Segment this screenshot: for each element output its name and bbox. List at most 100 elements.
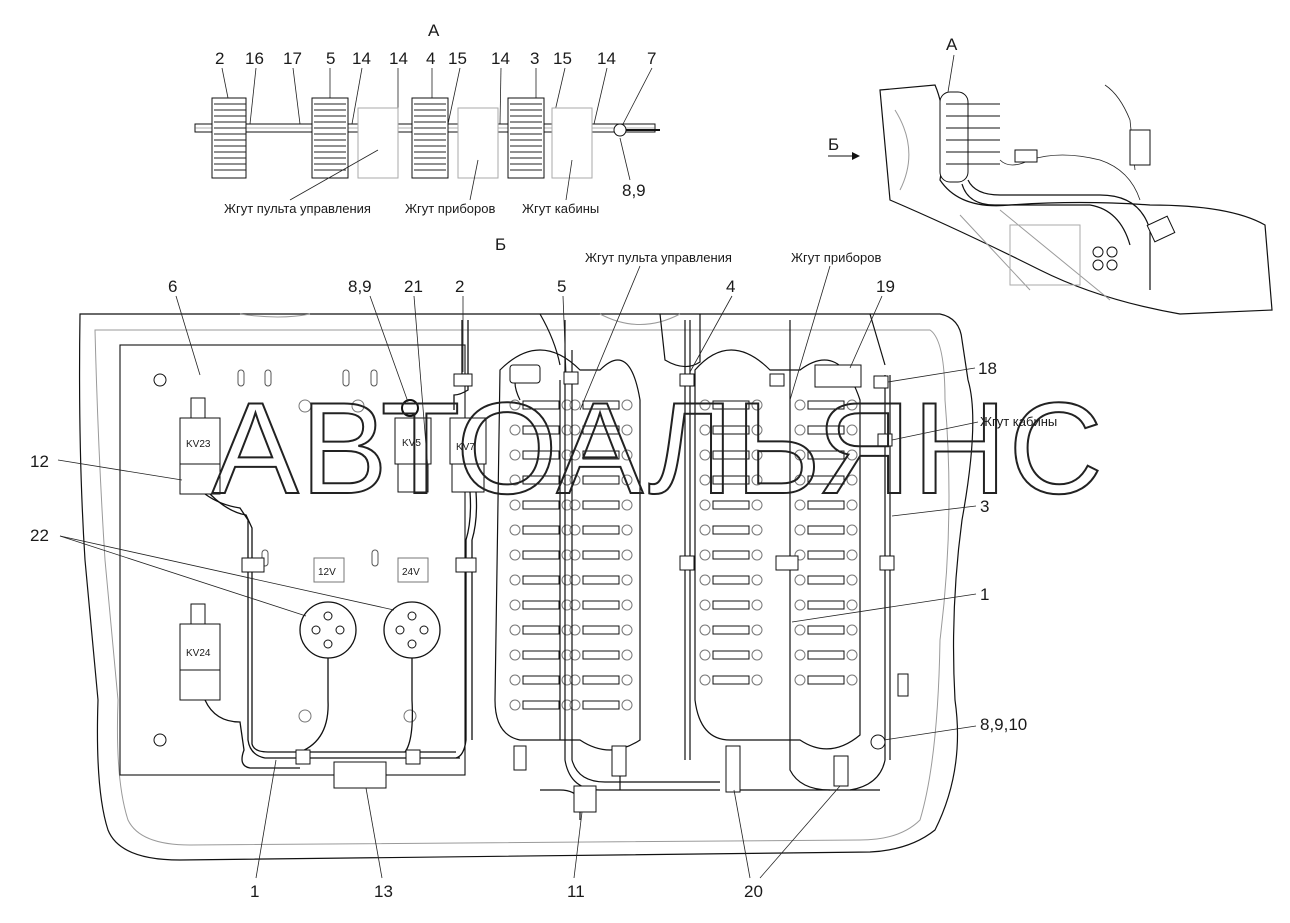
fuse <box>509 524 573 536</box>
callout-4-b: 4 <box>726 277 735 296</box>
connector-light <box>357 107 593 179</box>
relay-kv5: KV5 <box>394 399 432 493</box>
callout-17: 17 <box>283 49 302 68</box>
fuse <box>794 399 858 411</box>
connector-11 <box>573 785 597 813</box>
fuse <box>699 399 763 411</box>
fuse <box>569 449 633 461</box>
callout-2-b: 2 <box>455 277 464 296</box>
callout-19: 19 <box>876 277 895 296</box>
screw-icon <box>870 734 886 750</box>
fuse <box>509 699 573 711</box>
callout-2: 2 <box>215 49 224 68</box>
fuse <box>509 599 573 611</box>
callout-4: 4 <box>426 49 435 68</box>
screw-icon <box>153 373 167 387</box>
fuse <box>794 524 858 536</box>
fuse <box>569 674 633 686</box>
fuse <box>794 649 858 661</box>
relay-kv23: KV23 <box>179 397 221 495</box>
inline-connector-13 <box>333 761 387 789</box>
callout-14: 14 <box>389 49 408 68</box>
callout-7: 7 <box>647 49 656 68</box>
clamp-20 <box>833 755 849 787</box>
relay-kv24: KV24 <box>179 603 221 701</box>
connector-5 <box>509 364 541 384</box>
relay-kv7-label: KV7 <box>456 442 475 453</box>
connector-block <box>939 91 969 183</box>
callout-11: 11 <box>567 882 585 901</box>
relay-kv24-label: KV24 <box>186 648 211 659</box>
voltage-12v-plate <box>313 557 345 583</box>
view-b-title: Б <box>495 235 506 254</box>
fuse <box>569 524 633 536</box>
callout-13: 13 <box>374 882 393 901</box>
fuse <box>509 624 573 636</box>
harness-label-cab: Жгут кабины <box>522 201 599 216</box>
fuse <box>509 574 573 586</box>
callout-1-bottom: 1 <box>250 882 259 901</box>
callout-3-b: 3 <box>980 497 989 516</box>
fuse <box>794 424 858 436</box>
fuse <box>699 624 763 636</box>
socket-right <box>383 601 441 659</box>
callout-20: 20 <box>744 882 763 901</box>
view-a-title: А <box>428 21 440 40</box>
fuse <box>794 474 858 486</box>
relay-19 <box>814 364 862 388</box>
harness-label-instruments: Жгут приборов <box>405 201 495 216</box>
screw-icon <box>153 733 167 747</box>
callout-1-right: 1 <box>980 585 989 604</box>
clamp-20 <box>725 745 741 793</box>
fuse <box>509 549 573 561</box>
harness-label-panel-b: Жгут пульта управления <box>585 250 732 265</box>
callout-22: 22 <box>30 526 49 545</box>
voltage-12v: 12V <box>318 567 336 578</box>
fuse <box>699 474 763 486</box>
voltage-24v: 24V <box>402 567 420 578</box>
fuse <box>569 574 633 586</box>
overview-arrow-label: Б <box>828 135 839 154</box>
harness-label-instruments-b: Жгут приборов <box>791 250 881 265</box>
fuse <box>699 524 763 536</box>
fuse <box>794 549 858 561</box>
voltage-24v-plate <box>397 557 429 583</box>
callout-15: 15 <box>448 49 467 68</box>
callout-8-9-b: 8,9 <box>348 277 372 296</box>
callout-18: 18 <box>978 359 997 378</box>
view-a-strip <box>194 97 660 179</box>
harness-label-cab-b: Жгут кабины <box>980 414 1057 429</box>
callout-14: 14 <box>597 49 616 68</box>
callout-8-9-10: 8,9,10 <box>980 715 1027 734</box>
clamp-21 <box>453 373 473 387</box>
callout-21: 21 <box>404 277 423 296</box>
callout-14: 14 <box>352 49 371 68</box>
relay-kv23-label: KV23 <box>186 439 211 450</box>
relay-kv7: KV7 <box>449 417 487 493</box>
fuse <box>569 399 633 411</box>
fuse <box>794 599 858 611</box>
fuse <box>794 499 858 511</box>
fuse <box>569 599 633 611</box>
view-a: А 2 16 17 5 14 14 4 15 14 3 15 14 7 <box>194 21 660 216</box>
fuse <box>699 499 763 511</box>
callout-6: 6 <box>168 277 177 296</box>
view-a-callouts: 2 16 17 5 14 14 4 15 14 3 15 14 7 <box>215 49 656 68</box>
relay-kv5-label: KV5 <box>402 438 421 449</box>
callout-14: 14 <box>491 49 510 68</box>
fuse <box>699 674 763 686</box>
overview-fusebox <box>1129 129 1151 166</box>
callout-3: 3 <box>530 49 539 68</box>
fuse <box>794 674 858 686</box>
fuse <box>794 574 858 586</box>
overview-view: А Б <box>828 35 1273 315</box>
connector-4 <box>679 373 695 387</box>
view-a-harness-leaders <box>289 149 573 201</box>
fuse <box>569 649 633 661</box>
overview-connector <box>1146 215 1176 243</box>
fuse <box>569 549 633 561</box>
fuse <box>569 624 633 636</box>
fuse <box>699 449 763 461</box>
fuse <box>569 699 633 711</box>
